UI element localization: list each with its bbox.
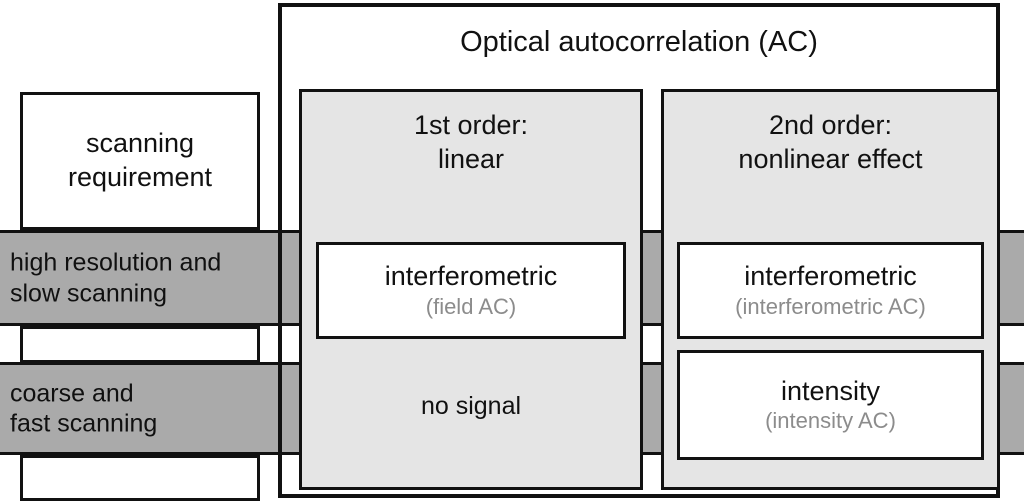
- scanning-band-coarse-fast-label: coarse and fast scanning: [10, 379, 158, 438]
- left-column-spacer-middle: [20, 326, 260, 363]
- left-column-spacer-bottom: [20, 455, 260, 501]
- method-box-interferometric-ac[interactable]: interferometric (interferometric AC): [677, 242, 984, 339]
- scanning-band-high-resolution-label: high resolution and slow scanning: [10, 248, 222, 308]
- second-order-panel-header: 2nd order: nonlinear effect: [738, 110, 923, 174]
- first-order-panel-header: 1st order: linear: [413, 110, 529, 174]
- scanning-requirement-header-box: scanning requirement: [20, 92, 260, 230]
- method-box-intensity-ac-title: intensity: [780, 375, 881, 406]
- first-order-panel: 1st order: linear interferometric (field…: [299, 89, 643, 490]
- method-box-interferometric-ac-subtitle: (interferometric AC): [735, 293, 926, 319]
- method-box-interferometric-ac-title: interferometric: [744, 261, 917, 291]
- method-box-intensity-ac-subtitle: (intensity AC): [765, 408, 896, 434]
- method-box-field-ac-subtitle: (field AC): [425, 293, 517, 319]
- method-box-field-ac-title: interferometric: [384, 261, 558, 291]
- second-order-panel: 2nd order: nonlinear effect interferomet…: [661, 89, 1000, 490]
- diagram-title: Optical autocorrelation (AC): [460, 26, 818, 58]
- method-box-intensity-ac[interactable]: intensity (intensity AC): [677, 350, 984, 460]
- first-order-no-signal-label: no signal: [420, 392, 522, 420]
- scanning-requirement-header-label: scanning requirement: [67, 128, 213, 192]
- method-box-field-ac[interactable]: interferometric (field AC): [316, 242, 626, 339]
